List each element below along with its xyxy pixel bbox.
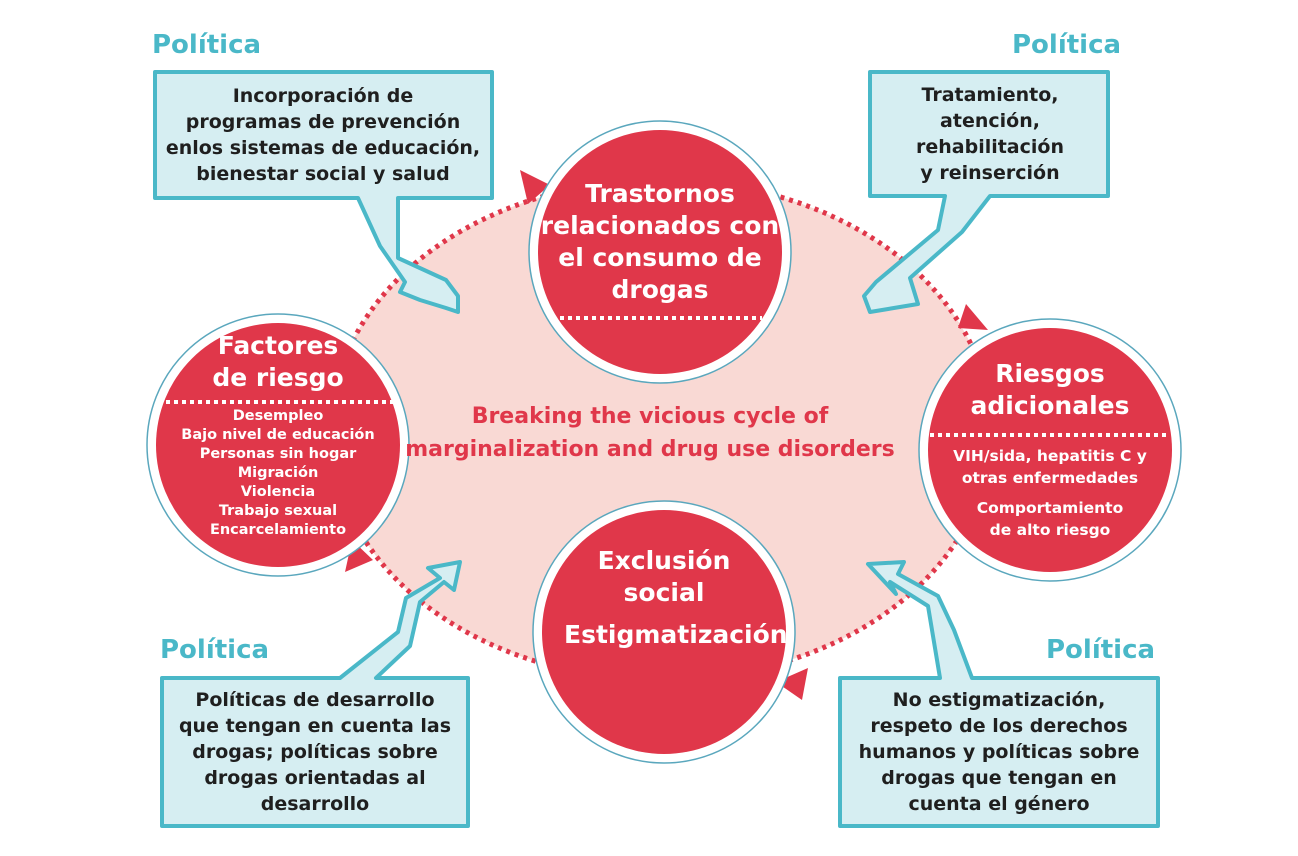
policy-box-bottom-left-shape xyxy=(160,560,470,828)
circle-right xyxy=(918,318,1182,582)
policy-text-line: bienestar social y salud xyxy=(196,163,450,185)
policy-text-line: atención, xyxy=(940,110,1040,132)
circle-title-line: social xyxy=(623,578,705,607)
policy-box-top-right-shape xyxy=(862,70,1110,314)
circle-bottom xyxy=(532,500,796,764)
cycle-ellipse xyxy=(331,180,991,680)
cycle-arrow-top-left xyxy=(520,170,550,204)
circle-left-title: Factores de riesgo xyxy=(178,330,378,394)
policy-label-top-left: Política xyxy=(152,30,262,60)
policy-text-line: y reinserción xyxy=(920,162,1060,184)
policy-text-line: rehabilitación xyxy=(915,136,1064,158)
policy-box-bottom-left: Políticas de desarrollo que tengan en cu… xyxy=(166,682,464,822)
risk-factor-item: Violencia xyxy=(240,484,316,500)
policy-text-line: drogas orientadas al xyxy=(204,767,426,789)
cycle-arrow-right xyxy=(958,304,988,330)
policy-text-line: cuenta el género xyxy=(908,793,1090,815)
circle-title-line: de riesgo xyxy=(212,363,344,392)
policy-text-line: No estigmatización, xyxy=(892,689,1106,711)
circle-bottom-title: Exclusión social Estigmatización xyxy=(564,545,788,651)
center-caption-line: marginalization and drug use disorders xyxy=(405,437,895,462)
policy-text-line: Incorporación de xyxy=(232,85,414,107)
circle-title-line: Exclusión xyxy=(597,546,731,575)
risk-factor-item: Trabajo sexual xyxy=(218,503,338,519)
circle-title-line: Factores xyxy=(217,331,339,360)
policy-text-line: humanos y políticas sobre xyxy=(858,741,1140,763)
policy-text-line: Tratamiento, xyxy=(921,84,1059,106)
policy-box-top-right: Tratamiento, atención, rehabilitación y … xyxy=(874,76,1106,192)
policy-text-line: desarrollo xyxy=(260,793,370,815)
policy-box-bottom-right-shape xyxy=(838,560,1160,828)
policy-text-line: drogas; políticas sobre xyxy=(192,741,438,763)
policy-label-bottom-left: Política xyxy=(160,635,270,665)
risk-item: otras enfermedades xyxy=(961,469,1139,487)
policy-text-line: Políticas de desarrollo xyxy=(195,689,435,711)
circle-title-line: el consumo de xyxy=(558,243,762,272)
policy-box-bottom-right: No estigmatización, respeto de los derec… xyxy=(844,682,1154,822)
risk-factor-item: Personas sin hogar xyxy=(199,446,357,462)
center-caption-line: Breaking the vicious cycle of xyxy=(471,404,829,429)
risk-item: Comportamiento xyxy=(976,499,1124,517)
circle-title-line: Riesgos xyxy=(995,359,1105,388)
circle-left xyxy=(146,313,410,577)
circle-title-line: relacionados con xyxy=(540,211,780,240)
circle-right-list: VIH/sida, hepatitis C y otras enfermedad… xyxy=(935,445,1165,541)
circle-title-line: Trastornos xyxy=(585,179,735,208)
policy-text-line: que tengan en cuenta las xyxy=(178,715,452,737)
risk-item: de alto riesgo xyxy=(989,521,1111,539)
circle-left-list: Desempleo Bajo nivel de educación Person… xyxy=(163,407,393,540)
policy-label-top-right: Política xyxy=(1012,30,1122,60)
risk-factor-item: Bajo nivel de educación xyxy=(181,427,375,443)
policy-text-line: drogas que tengan en xyxy=(881,767,1117,789)
policy-text-line: programas de prevención xyxy=(185,111,461,133)
circle-title-line: adicionales xyxy=(970,391,1130,420)
policy-label-bottom-right: Política xyxy=(1046,635,1156,665)
policy-box-top-left-shape xyxy=(153,70,494,314)
policy-text-line: enlos sistemas de educación, xyxy=(165,137,481,159)
risk-item: VIH/sida, hepatitis C y xyxy=(953,447,1147,465)
circle-title-line: drogas xyxy=(611,275,709,304)
risk-factor-item: Migración xyxy=(237,465,319,481)
circle-right-title: Riesgos adicionales xyxy=(950,358,1150,422)
circle-top-title: Trastornos relacionados con el consumo d… xyxy=(540,178,780,306)
policy-text-line: respeto de los derechos xyxy=(870,715,1128,737)
circle-subtitle: Estigmatización xyxy=(564,620,788,649)
policy-box-top-left: Incorporación de programas de prevención… xyxy=(158,76,488,194)
risk-factor-item: Encarcelamiento xyxy=(209,522,347,538)
center-caption: Breaking the vicious cycle of marginaliz… xyxy=(400,400,900,466)
circle-top xyxy=(528,120,792,384)
risk-factor-item: Desempleo xyxy=(232,408,324,424)
cycle-arrow-bottom-right xyxy=(776,668,808,700)
